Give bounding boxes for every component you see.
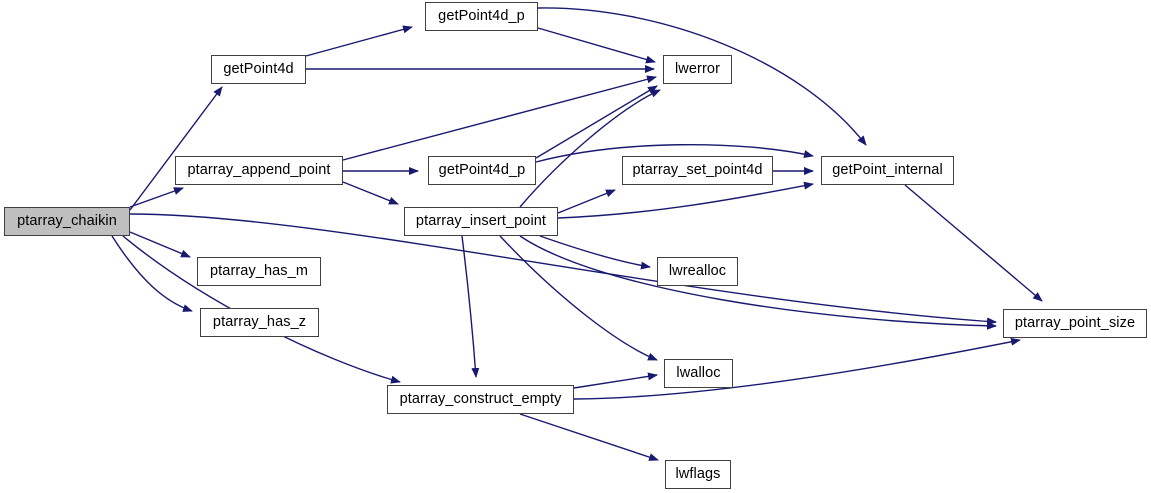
- edge-insert-point-set-point4d: [557, 189, 616, 214]
- node-ptarray-insert-point[interactable]: ptarray_insert_point: [404, 207, 558, 236]
- node-lwalloc[interactable]: lwalloc: [664, 359, 733, 388]
- node-label: getPoint4d_p: [438, 162, 526, 179]
- edge-insert-point-lwrealloc: [539, 235, 651, 270]
- node-ptarray-set-point4d[interactable]: ptarray_set_point4d: [622, 156, 773, 185]
- node-label: ptarray_insert_point: [415, 213, 547, 230]
- node-label: lwalloc: [676, 365, 721, 382]
- node-ptarray-has-z[interactable]: ptarray_has_z: [200, 308, 319, 337]
- edge-insert-point-point-size: [519, 235, 997, 330]
- node-ptarray-append-point[interactable]: ptarray_append_point: [175, 156, 343, 185]
- node-label: lwerror: [674, 61, 720, 78]
- node-getpoint4d[interactable]: getPoint4d: [211, 55, 306, 84]
- node-label: ptarray_point_size: [1014, 315, 1136, 332]
- edge-insert-point-lwerror: [519, 89, 661, 208]
- edge-chaikin-has-z: [111, 235, 193, 312]
- edge-getpoint-internal-point-size: [904, 184, 1043, 302]
- edge-chaikin-getpoint4d: [129, 86, 223, 211]
- node-ptarray-point-size[interactable]: ptarray_point_size: [1003, 309, 1147, 338]
- edge-construct-empty-lwflags: [519, 413, 659, 461]
- node-getpoint4d-p-mid[interactable]: getPoint4d_p: [428, 156, 536, 185]
- node-ptarray-construct-empty[interactable]: ptarray_construct_empty: [387, 385, 574, 414]
- edge-insert-point-construct-empty: [461, 235, 480, 378]
- edge-getpoint4dp-mid-lwerror: [535, 85, 658, 159]
- edge-insert-point-getpoint-internal: [557, 181, 814, 219]
- edge-getpoint4d-getpoint4dp-top: [305, 25, 413, 57]
- node-getpoint-internal[interactable]: getPoint_internal: [821, 156, 954, 185]
- node-label: ptarray_append_point: [187, 162, 331, 179]
- node-label: getPoint_internal: [832, 162, 943, 179]
- node-getpoint4d-p-top[interactable]: getPoint4d_p: [425, 2, 538, 31]
- node-label: ptarray_construct_empty: [399, 391, 562, 408]
- edge-construct-empty-point-size: [573, 337, 1021, 400]
- node-label: ptarray_has_m: [209, 263, 308, 280]
- node-label: getPoint4d_p: [438, 8, 525, 25]
- edge-chaikin-append-point: [129, 187, 184, 208]
- edge-insert-point-lwalloc: [499, 235, 658, 361]
- node-ptarray-chaikin[interactable]: ptarray_chaikin: [4, 207, 130, 236]
- node-lwerror[interactable]: lwerror: [663, 55, 732, 84]
- node-lwrealloc[interactable]: lwrealloc: [657, 257, 738, 286]
- node-label: ptarray_has_z: [212, 314, 307, 331]
- node-ptarray-has-m[interactable]: ptarray_has_m: [197, 257, 321, 286]
- edge-getpoint4dp-top-lwerror: [537, 27, 656, 64]
- edge-append-point-lwerror: [342, 75, 657, 161]
- node-label: ptarray_chaikin: [17, 213, 117, 230]
- edge-construct-empty-lwalloc: [573, 372, 658, 389]
- node-label: ptarray_set_point4d: [632, 162, 763, 179]
- node-label: getPoint4d: [223, 61, 294, 78]
- node-label: lwflags: [675, 466, 721, 483]
- node-label: lwrealloc: [668, 263, 727, 280]
- edge-chaikin-has-m: [129, 231, 191, 258]
- edge-append-point-insert-point: [342, 181, 399, 205]
- node-lwflags[interactable]: lwflags: [665, 460, 731, 489]
